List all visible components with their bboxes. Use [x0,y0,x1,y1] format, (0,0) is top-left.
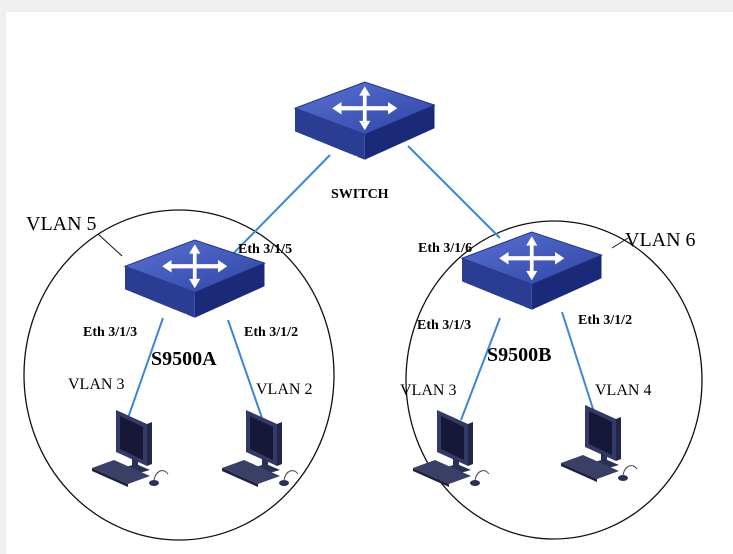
pc-1-computer-icon [91,409,169,488]
pc-2-vlan-label: VLAN 2 [256,381,313,398]
s9500b-port-right: Eth 3/1/2 [578,313,633,328]
link-s9500a-to-pc1 [127,317,164,419]
core-switch-icon [295,82,435,160]
pc-4-computer-icon [560,404,638,483]
s9500b-port-left: Eth 3/1/3 [417,318,472,333]
s9500a-label: S9500A [151,348,217,370]
s9500b-switch-icon [462,232,602,310]
link-s9500a-to-pc2 [227,319,263,419]
vlan5-boundary [23,209,335,541]
s9500a-port-left: Eth 3/1/3 [83,325,138,340]
s9500a-uplink-port: Eth 3/1/5 [238,242,293,257]
link-s9500b-to-pc4 [561,311,595,413]
pc-4-vlan-label: VLAN 4 [595,382,652,399]
s9500a-port-right: Eth 3/1/2 [244,325,299,340]
link-core-to-s9500b [407,145,501,239]
pc-1-vlan-label: VLAN 3 [68,376,125,393]
s9500b-uplink-port: Eth 3/1/6 [418,241,473,256]
pc-2-computer-icon [221,409,299,488]
link-s9500b-to-pc3 [460,317,501,421]
vlan6-label-leader [611,237,629,249]
pc-3-computer-icon [412,409,490,488]
vlan6-label: VLAN 6 [625,229,696,251]
s9500b-label: S9500B [487,344,552,366]
link-core-to-s9500a [224,154,331,263]
core-switch-label: SWITCH [331,187,389,202]
vlan6-boundary [405,220,703,540]
vlan5-label-leader [97,233,123,257]
pc-3-vlan-label: VLAN 3 [400,382,457,399]
vlan5-label: VLAN 5 [26,213,97,235]
